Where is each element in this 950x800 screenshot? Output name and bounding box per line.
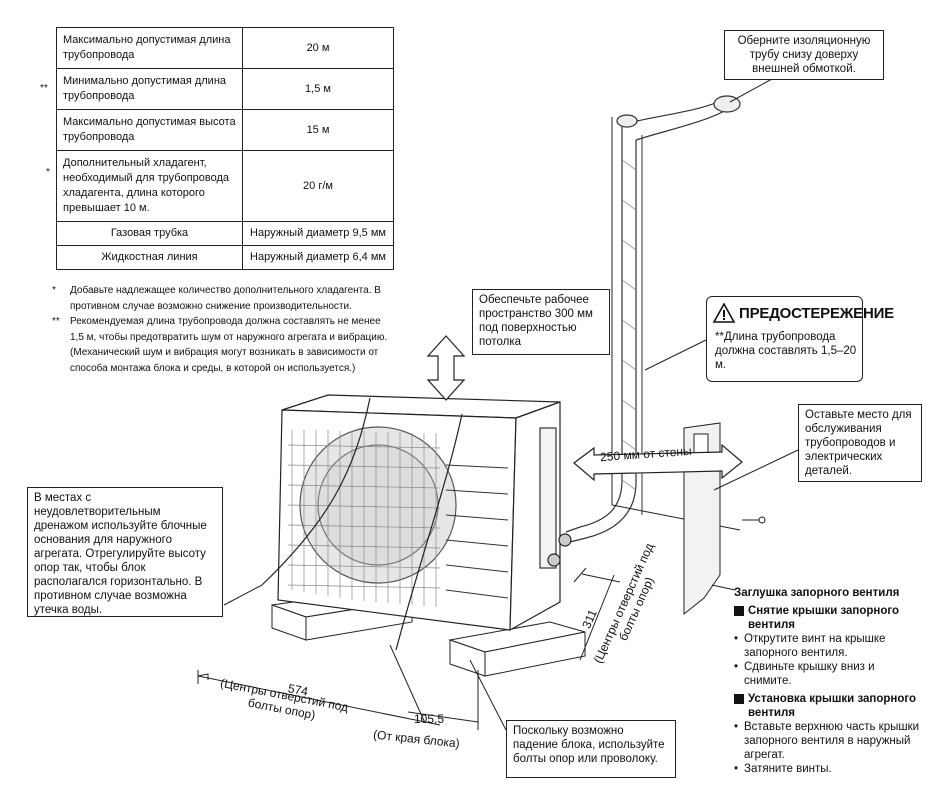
- clearance-arrow: [426, 335, 466, 401]
- install-title: Установка крышки запорного вентиля: [748, 693, 917, 719]
- callout-clearance-top: Обеспечьте рабочее пространство 300 мм п…: [472, 289, 610, 355]
- callout-service-space: Оставьте место для обслуживания трубопро…: [798, 404, 922, 482]
- footnote-text: Добавьте надлежащее количество дополните…: [70, 285, 381, 312]
- dimension-lines: [197, 567, 621, 730]
- valve-cover-instructions: Заглушка запорного вентиля Снятие крышки…: [734, 586, 924, 776]
- footnote: * Добавьте надлежащее количество дополни…: [52, 283, 397, 314]
- wall-distance-arrow: [573, 443, 743, 482]
- footnote-symbol: **: [52, 316, 60, 327]
- removal-title: Снятие крышки запорного вентиля: [748, 605, 900, 631]
- callout-drainage: В местах с неудовлетворительным дренажом…: [27, 487, 223, 617]
- spec-value: 20 м: [242, 27, 394, 69]
- spec-value: Наружный диаметр 6,4 мм: [242, 245, 394, 270]
- footnote: ** Рекомендуемая длина трубопровода долж…: [52, 314, 397, 376]
- spec-value: 20 г/м: [242, 150, 394, 222]
- spec-label: Минимально допустимая длина трубопровода: [56, 68, 243, 110]
- bullet-icon: •: [734, 661, 739, 673]
- warning-title: ПРЕДОСТЕРЕЖЕНИЕ: [739, 304, 894, 322]
- bullet-icon: •: [734, 763, 739, 775]
- warning-triangle-icon: [713, 303, 735, 323]
- valve-cover-title: Заглушка запорного вентиля: [734, 587, 900, 599]
- spec-label: Жидкостная линия: [56, 245, 243, 270]
- table-row: Жидкостная линия Наружный диаметр 6,4 мм: [56, 245, 394, 270]
- bullet-icon: •: [734, 721, 739, 733]
- spec-value: Наружный диаметр 9,5 мм: [242, 221, 394, 246]
- list-item: •Открутите винт на крышке запорного вент…: [734, 633, 886, 659]
- pipe-spec-table: Максимально допустимая длина трубопровод…: [56, 27, 394, 270]
- table-row: Максимально допустимая длина трубопровод…: [56, 27, 394, 69]
- warning-text: **Длина трубопровода должна составлять 1…: [715, 331, 857, 371]
- row-mark: *: [46, 167, 50, 178]
- footnote-text: Рекомендуемая длина трубопровода должна …: [70, 316, 388, 374]
- callout-wrap-pipe: Оберните изоляционную трубу снизу доверх…: [724, 30, 884, 80]
- spec-label: Дополнительный хладагент, необходимый дл…: [56, 150, 243, 222]
- square-bullet-icon: [734, 694, 744, 704]
- spec-value: 15 м: [242, 109, 394, 151]
- spec-value: 1,5 м: [242, 68, 394, 110]
- square-bullet-icon: [734, 606, 744, 616]
- base-support-right: [448, 621, 586, 677]
- table-row: Газовая трубка Наружный диаметр 9,5 мм: [56, 221, 394, 246]
- spec-label: Максимально допустимая длина трубопровод…: [56, 27, 243, 69]
- edge-dimension-value: 105,5: [414, 712, 445, 726]
- warning-box: ПРЕДОСТЕРЕЖЕНИЕ **Длина трубопровода дол…: [706, 296, 894, 382]
- list-item: •Вставьте верхнюю часть крышки запорного…: [734, 721, 920, 761]
- leader-lines: [223, 78, 799, 731]
- callout-anchor: Поскольку возможно падение блока, исполь…: [506, 720, 676, 778]
- outdoor-unit: [261, 394, 572, 651]
- spec-label: Газовая трубка: [56, 221, 243, 246]
- spec-label: Максимально допустимая высота трубопрово…: [56, 109, 243, 151]
- refrigerant-pipe: [565, 95, 741, 543]
- list-item: •Сдвиньте крышку вниз и снимите.: [734, 661, 875, 687]
- bullet-icon: •: [734, 633, 739, 645]
- row-mark: **: [40, 83, 48, 94]
- table-row: Максимально допустимая высота трубопрово…: [56, 109, 394, 151]
- table-row: Минимально допустимая длина трубопровода…: [56, 68, 394, 110]
- list-item: •Затяните винты.: [734, 763, 832, 775]
- footnotes: * Добавьте надлежащее количество дополни…: [52, 283, 397, 376]
- footnote-symbol: *: [52, 285, 56, 296]
- table-row: Дополнительный хладагент, необходимый дл…: [56, 150, 394, 222]
